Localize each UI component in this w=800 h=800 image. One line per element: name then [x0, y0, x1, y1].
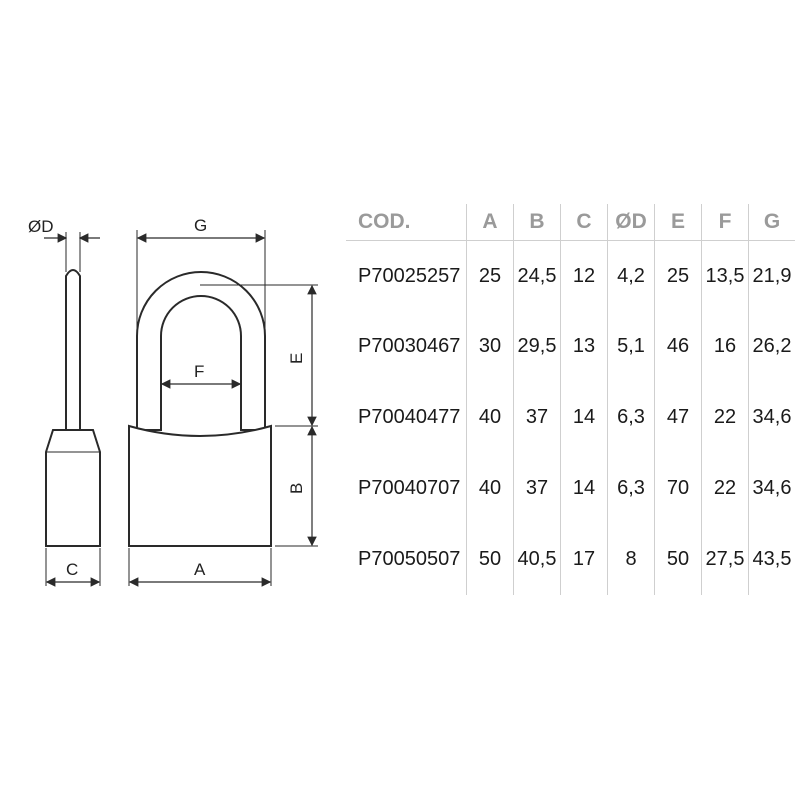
cell-b: 40,5	[513, 524, 561, 595]
cell-c: 12	[560, 240, 608, 311]
cell-c: 14	[560, 453, 608, 524]
header-b: B	[513, 204, 561, 241]
cell-a: 25	[466, 240, 514, 311]
cell-e: 46	[654, 311, 702, 382]
table-row: P70030467 30 29,5 13 5,1 46 16 26,2	[346, 311, 795, 382]
header-a: A	[466, 204, 514, 241]
table-row: P70040707 40 37 14 6,3 70 22 34,6	[346, 453, 795, 524]
cell-code: P70040477	[358, 406, 461, 428]
lock-body-side	[45, 429, 101, 547]
cell-e: 47	[654, 382, 702, 453]
cell-b: 37	[513, 453, 561, 524]
a-label: A	[194, 560, 206, 579]
cell-a: 40	[466, 382, 514, 453]
e-label: E	[287, 353, 306, 364]
dimensions-table: COD. A B C ØD E F G P70025257 25 24,5 12…	[346, 204, 795, 595]
cell-a: 40	[466, 453, 514, 524]
padlock-side-view	[45, 269, 101, 547]
header-f: F	[701, 204, 749, 241]
header-code: COD.	[346, 204, 467, 241]
cell-d: 4,2	[607, 240, 655, 311]
table-row: P70025257 25 24,5 12 4,2 25 13,5 21,9	[346, 240, 795, 311]
cell-f: 27,5	[701, 524, 749, 595]
cell-c: 17	[560, 524, 608, 595]
table-row: P70050507 50 40,5 17 8 50 27,5 43,5	[346, 524, 795, 595]
cell-g: 21,9	[748, 240, 795, 311]
padlock-front-view	[128, 271, 272, 547]
cell-b: 24,5	[513, 240, 561, 311]
cell-f: 13,5	[701, 240, 749, 311]
cell-a: 30	[466, 311, 514, 382]
cell-e: 70	[654, 453, 702, 524]
cell-a: 50	[466, 524, 514, 595]
cell-f: 16	[701, 311, 749, 382]
cell-b: 37	[513, 382, 561, 453]
cell-code: P70050507	[358, 548, 461, 570]
d-label: ØD	[28, 217, 54, 236]
cell-d: 8	[607, 524, 655, 595]
header-e: E	[654, 204, 702, 241]
cell-e: 50	[654, 524, 702, 595]
table-row: P70040477 40 37 14 6,3 47 22 34,6	[346, 382, 795, 453]
cell-g: 34,6	[748, 453, 795, 524]
lock-body-front	[128, 424, 272, 547]
table-header-row: COD. A B C ØD E F G	[346, 204, 795, 241]
cell-code: P70030467	[358, 335, 461, 357]
cell-code: P70040707	[358, 477, 461, 499]
cell-g: 34,6	[748, 382, 795, 453]
cell-c: 14	[560, 382, 608, 453]
shackle-side	[65, 269, 81, 431]
f-label: F	[194, 362, 204, 381]
header-g: G	[748, 204, 795, 241]
cell-d: 6,3	[607, 453, 655, 524]
cell-f: 22	[701, 382, 749, 453]
cell-d: 6,3	[607, 382, 655, 453]
shackle-front	[136, 271, 266, 431]
cell-f: 22	[701, 453, 749, 524]
b-label: B	[287, 483, 306, 494]
header-c: C	[560, 204, 608, 241]
header-d: ØD	[607, 204, 655, 241]
cell-g: 26,2	[748, 311, 795, 382]
cell-d: 5,1	[607, 311, 655, 382]
cell-b: 29,5	[513, 311, 561, 382]
cell-code: P70025257	[358, 264, 461, 287]
c-label: C	[66, 560, 78, 579]
cell-g: 43,5	[748, 524, 795, 595]
g-label: G	[194, 216, 207, 235]
cell-c: 13	[560, 311, 608, 382]
cell-e: 25	[654, 240, 702, 311]
